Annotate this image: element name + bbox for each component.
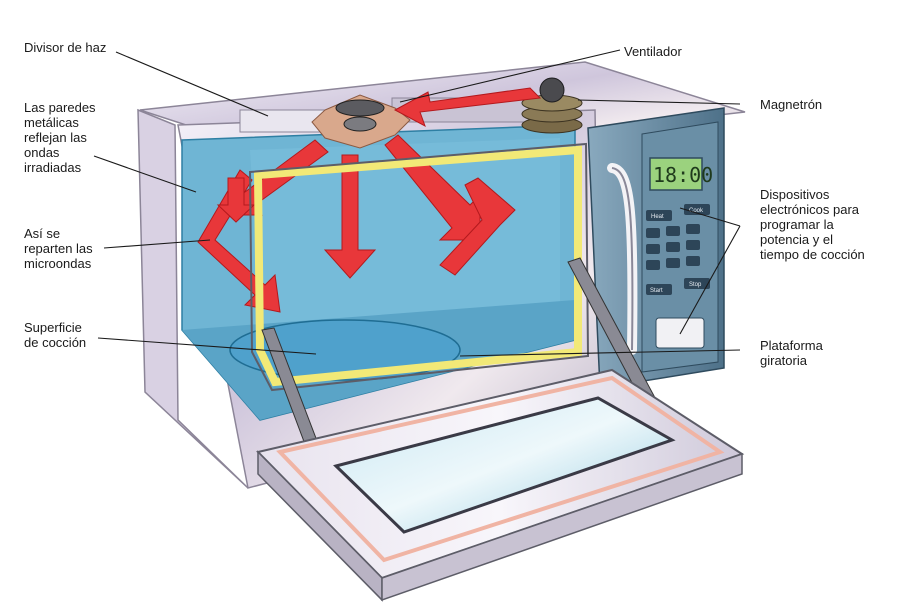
key-cook[interactable]: [684, 204, 710, 215]
key-4[interactable]: [646, 244, 660, 254]
key-9[interactable]: [686, 256, 700, 266]
key-stop-label: Stop: [689, 282, 702, 288]
leader-walls: [93, 155, 197, 193]
leader-electronics-2: [679, 225, 741, 335]
arrow-diag-right-2: [439, 177, 516, 276]
key-start-label: Start: [650, 288, 663, 294]
leader-beam-splitter: [115, 51, 269, 117]
lcd-time: 18:00: [653, 163, 713, 187]
leader-electronics-1: [679, 207, 741, 227]
door-handle-shadow: [611, 167, 634, 351]
door-window: [333, 396, 676, 534]
leader-turntable: [459, 349, 741, 357]
label-beam-splitter: Divisor de haz: [24, 40, 107, 55]
key-2[interactable]: [666, 226, 680, 236]
key-5[interactable]: [666, 242, 680, 252]
fan-hub: [335, 99, 385, 117]
label-cooking-surface: Superficie de cocción: [24, 320, 87, 350]
fan-hub-base: [343, 116, 377, 132]
lcd-display: [649, 157, 703, 191]
key-cook-label: Cook: [689, 208, 704, 214]
key-6[interactable]: [686, 240, 700, 250]
key-8[interactable]: [666, 258, 680, 268]
door-frame-edge: [248, 142, 590, 392]
key-1[interactable]: [646, 228, 660, 238]
key-start[interactable]: [646, 284, 672, 295]
magnetron-dome: [539, 77, 565, 103]
key-stop[interactable]: [684, 278, 710, 289]
leader-distribution: [103, 239, 211, 249]
label-electronics: Dispositivos electrónicos para programar…: [760, 187, 865, 262]
oven-left-side: [137, 108, 249, 489]
leader-magnetron: [577, 99, 741, 105]
key-3[interactable]: [686, 224, 700, 234]
label-turntable: Plataforma giratoria: [760, 338, 823, 368]
door-panel-side: [381, 452, 743, 602]
door-frame: [253, 145, 582, 387]
label-fan: Ventilador: [624, 44, 682, 59]
arrow-top-left: [216, 177, 256, 223]
keypad: Heat Cook Start Stop: [646, 204, 710, 295]
leader-cooking-surface: [97, 337, 317, 355]
door-trim: [276, 375, 725, 563]
arrow-magnetron-to-fan: [393, 87, 542, 128]
key-7[interactable]: [646, 260, 660, 270]
leader-fan: [399, 49, 621, 103]
key-heat-label: Heat: [651, 214, 664, 220]
key-heat[interactable]: [646, 210, 672, 221]
label-distribution: Así se reparten las microondas: [24, 226, 93, 271]
label-magnetron: Magnetrón: [760, 97, 823, 112]
label-walls: Las paredes metálicas reflejan las ondas…: [24, 100, 96, 175]
